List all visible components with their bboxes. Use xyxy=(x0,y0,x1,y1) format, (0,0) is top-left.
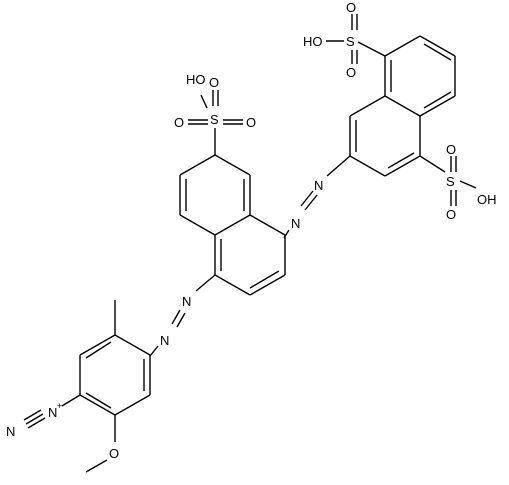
diazonium-charge: + xyxy=(57,401,62,411)
oxygen-atom-right-1: O xyxy=(446,142,456,157)
diazonium-n-terminal: N xyxy=(6,424,15,439)
oxygen-atom-top-2: O xyxy=(346,65,356,80)
diazonium-group: N + N xyxy=(6,394,81,439)
oxygen-atom-right-2: O xyxy=(446,207,456,222)
nitrogen-atom-azo-2a: N xyxy=(182,294,191,309)
nitrogen-atom-azo-2b: N xyxy=(160,333,169,348)
sulfur-atom-top: S xyxy=(346,34,355,49)
diazonium-n-plus: N xyxy=(48,405,57,420)
oxygen-atom-top-1: O xyxy=(346,0,356,15)
oxygen-atom-middle-1: O xyxy=(209,75,219,90)
oxygen-atom-middle-3: O xyxy=(246,115,256,130)
hydroxyl-label-right: OH xyxy=(477,192,497,207)
nitrogen-atom-azo-1b: N xyxy=(291,216,300,231)
sulfonic-group-right: S O O OH xyxy=(419,142,497,222)
sulfonic-group-top: S O O HO xyxy=(303,0,386,80)
naphthalene-ring-top-right xyxy=(349,35,456,177)
azo-link-upper: N N xyxy=(283,155,351,239)
naphthalene-ring-middle xyxy=(179,154,286,296)
azo-link-lower: N N xyxy=(149,274,216,357)
hydroxyl-label-top: HO xyxy=(303,34,323,49)
nitrogen-atom-azo-1a: N xyxy=(314,178,323,193)
methoxy-oxygen: O xyxy=(109,446,119,461)
sulfur-atom-middle: S xyxy=(210,112,219,127)
sulfonic-group-middle: S O O O HO xyxy=(174,72,256,155)
hydroxyl-label-middle: HO xyxy=(186,72,206,87)
benzene-ring xyxy=(79,334,151,416)
oxygen-atom-middle-2: O xyxy=(174,115,184,130)
methoxy-group: O xyxy=(85,415,119,473)
sulfur-atom-right: S xyxy=(446,174,455,189)
